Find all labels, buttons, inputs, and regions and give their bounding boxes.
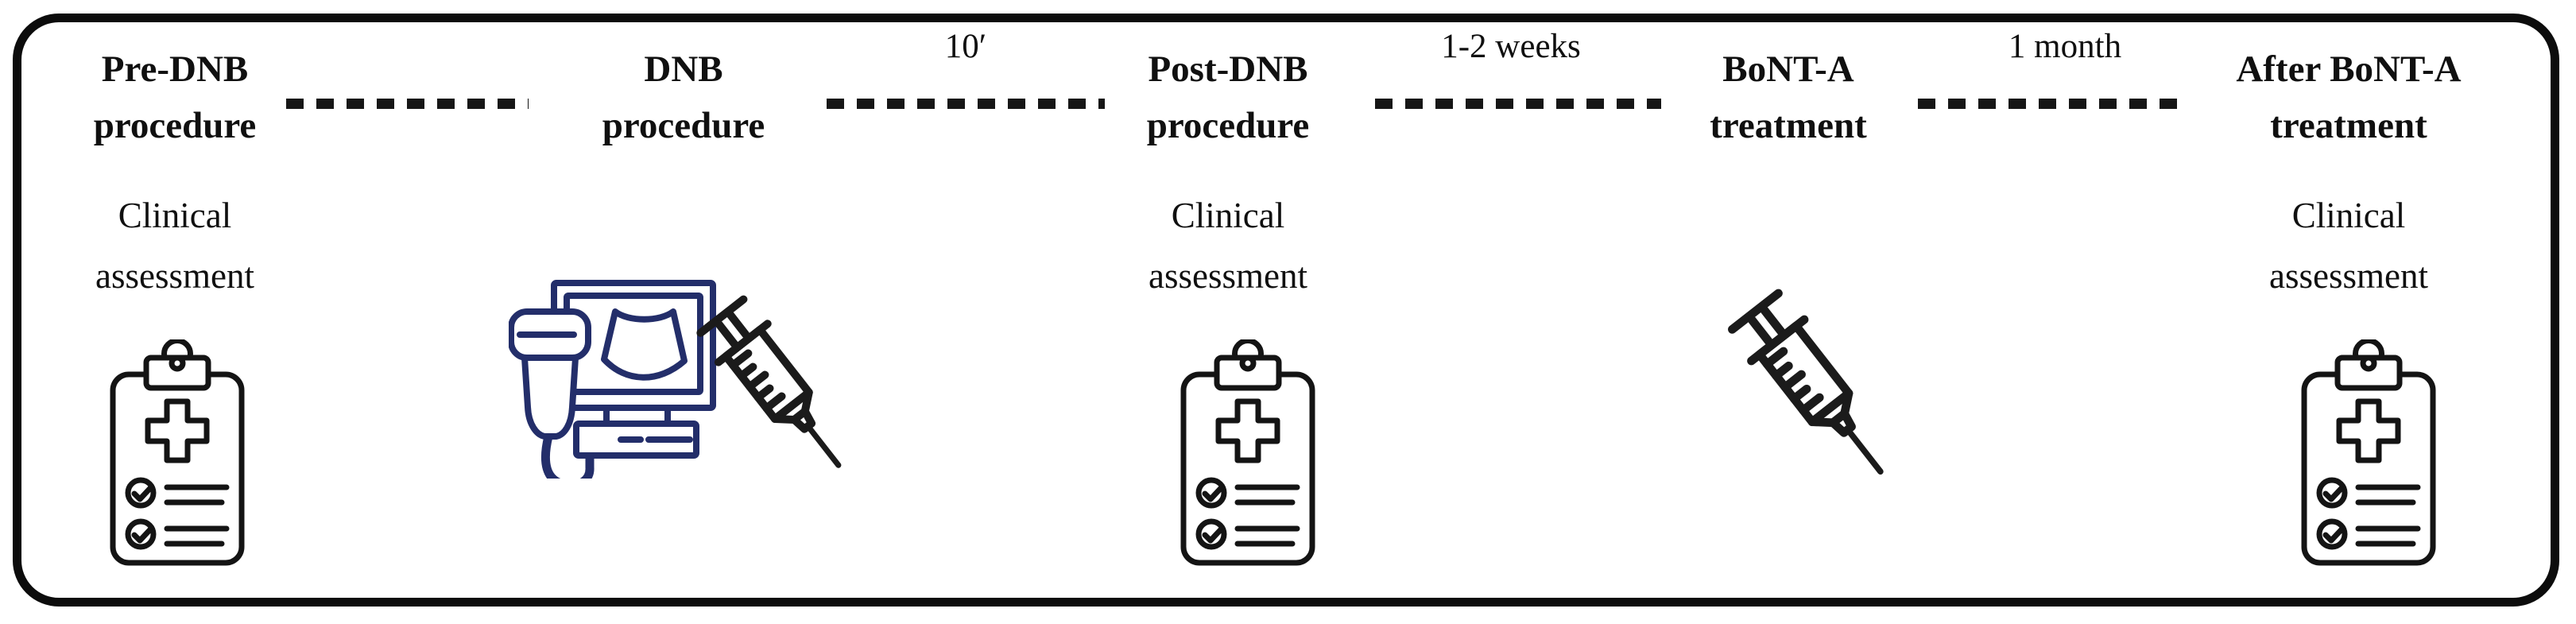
stage-title-line1: BoNT-A bbox=[1722, 48, 1854, 90]
stage-title-bont-a: BoNT-A treatment bbox=[1606, 41, 1971, 154]
clipboard-checklist-icon bbox=[106, 339, 249, 566]
stage-title-post-dnb: Post-DNB procedure bbox=[1045, 41, 1411, 154]
stage-title-after-bont-a: After BoNT-A treatment bbox=[2166, 41, 2531, 154]
stage-title-line1: Post-DNB bbox=[1148, 48, 1308, 90]
syringe-icon bbox=[690, 278, 849, 482]
stage-title-line1: After BoNT-A bbox=[2236, 48, 2462, 90]
clipboard-checklist-icon bbox=[2297, 339, 2440, 566]
stage-subtitle-clinical-assessment: Clinical assessment bbox=[95, 196, 254, 296]
interval-dashed-line-1 bbox=[286, 99, 529, 109]
clipboard-checklist-icon bbox=[1176, 339, 1319, 566]
ultrasound-machine-icon bbox=[509, 280, 719, 479]
interval-dashed-line-2 bbox=[827, 99, 1105, 109]
interval-label-10min: 10′ bbox=[944, 28, 987, 65]
stage-subtitle-clinical-assessment: Clinical assessment bbox=[2269, 196, 2428, 296]
stage-title-line1: DNB bbox=[644, 48, 723, 90]
stage-title-pre-dnb: Pre-DNB procedure bbox=[0, 41, 358, 154]
interval-label-1-2-weeks: 1-2 weeks bbox=[1441, 28, 1581, 65]
stage-title-line2: treatment bbox=[2270, 105, 2427, 146]
stage-title-line2: treatment bbox=[1710, 105, 1867, 146]
stage-title-dnb: DNB procedure bbox=[501, 41, 866, 154]
stage-title-line2: procedure bbox=[602, 105, 765, 146]
stage-title-line2: procedure bbox=[93, 105, 257, 146]
interval-label-1-month: 1 month bbox=[2008, 28, 2122, 65]
syringe-icon bbox=[1721, 278, 1892, 482]
interval-dashed-line-3 bbox=[1375, 99, 1661, 109]
stage-title-line2: procedure bbox=[1146, 105, 1310, 146]
stage-subtitle-clinical-assessment: Clinical assessment bbox=[1149, 196, 1307, 296]
stage-title-line1: Pre-DNB bbox=[101, 48, 249, 90]
interval-dashed-line-4 bbox=[1918, 99, 2183, 109]
